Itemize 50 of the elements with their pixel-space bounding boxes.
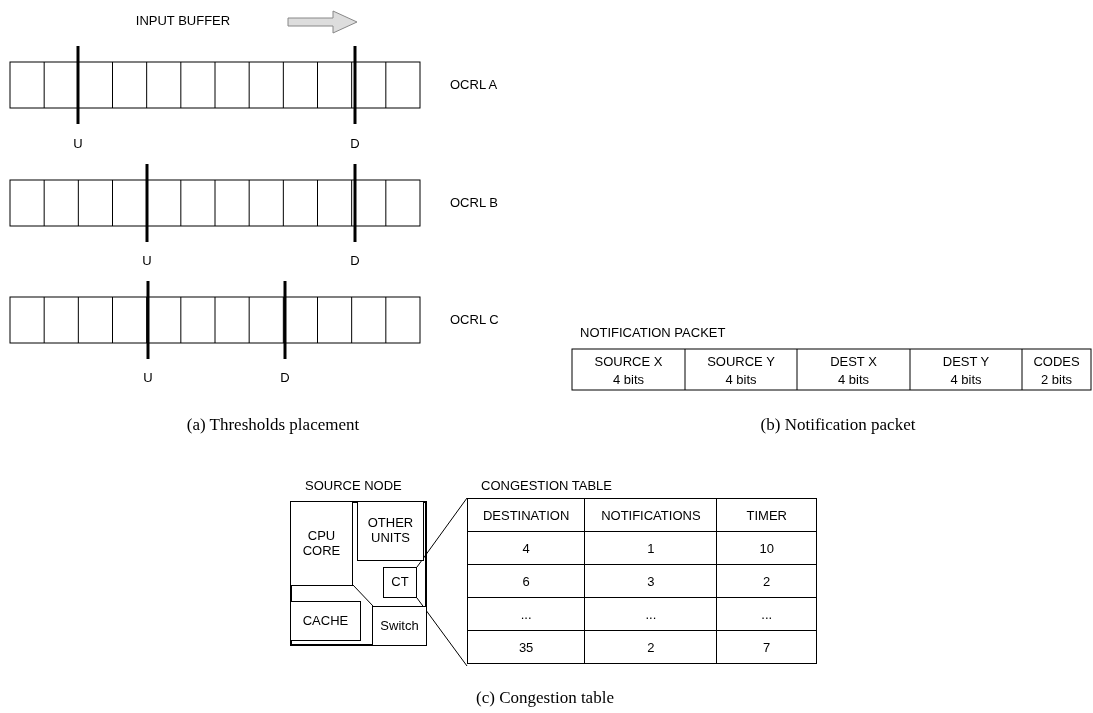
zoom-line xyxy=(416,497,468,568)
table-value: 2 xyxy=(716,564,817,598)
field-label: 4 bits xyxy=(950,371,982,387)
buffer-label: OCRL B xyxy=(450,195,498,210)
field-label: SOURCE Y xyxy=(707,353,775,369)
field-label: DEST X xyxy=(830,353,877,369)
column-header: TIMER xyxy=(716,498,817,532)
buffer-label: OCRL C xyxy=(450,312,499,327)
table-value: 35 xyxy=(467,630,585,664)
cache-block: CACHE xyxy=(290,601,361,641)
switch-block: Switch xyxy=(372,606,427,646)
field-label: DEST Y xyxy=(942,353,990,369)
threshold-label: D xyxy=(350,252,360,268)
table-value: 6 xyxy=(467,564,585,598)
caption: (c) Congestion table xyxy=(476,688,614,708)
unit-block: OTHER UNITS xyxy=(357,501,424,561)
table-value: 3 xyxy=(584,564,717,598)
field-label: 4 bits xyxy=(837,371,870,387)
field-label: 4 bits xyxy=(725,371,757,387)
cpu-core-block: CPU CORE xyxy=(290,501,353,586)
threshold-label: U xyxy=(143,369,153,385)
threshold-label: U xyxy=(142,252,152,268)
congestion-table-block: CT xyxy=(383,567,417,598)
field-label: 4 bits xyxy=(612,371,645,387)
field-label: CODES xyxy=(1033,353,1080,369)
caption: (b) Notification packet xyxy=(760,415,916,435)
table-value: 4 xyxy=(467,531,585,565)
table-value: ... xyxy=(467,597,585,631)
heading: INPUT BUFFER xyxy=(135,12,231,28)
threshold-label: U xyxy=(73,135,83,151)
table-value: ... xyxy=(716,597,817,631)
table-value: 2 xyxy=(584,630,717,664)
table-value: 1 xyxy=(584,531,717,565)
heading: SOURCE NODE xyxy=(305,478,402,493)
threshold-label: D xyxy=(280,369,290,385)
caption: (a) Thresholds placement xyxy=(186,415,360,435)
column-header: NOTIFICATIONS xyxy=(584,498,717,532)
column-header: DESTINATION xyxy=(467,498,585,532)
heading: CONGESTION TABLE xyxy=(481,478,612,493)
congestion-table xyxy=(467,478,817,666)
table-value: 7 xyxy=(716,630,817,664)
field-label: 2 bits xyxy=(1040,371,1073,387)
threshold-label: D xyxy=(350,135,360,151)
heading: NOTIFICATION PACKET xyxy=(580,325,726,340)
table-value: ... xyxy=(584,597,717,631)
buffer-label: OCRL A xyxy=(450,77,498,92)
source-node xyxy=(290,478,427,646)
field-label: SOURCE X xyxy=(594,353,663,369)
table-value: 10 xyxy=(716,531,817,565)
zoom-line xyxy=(416,597,468,667)
